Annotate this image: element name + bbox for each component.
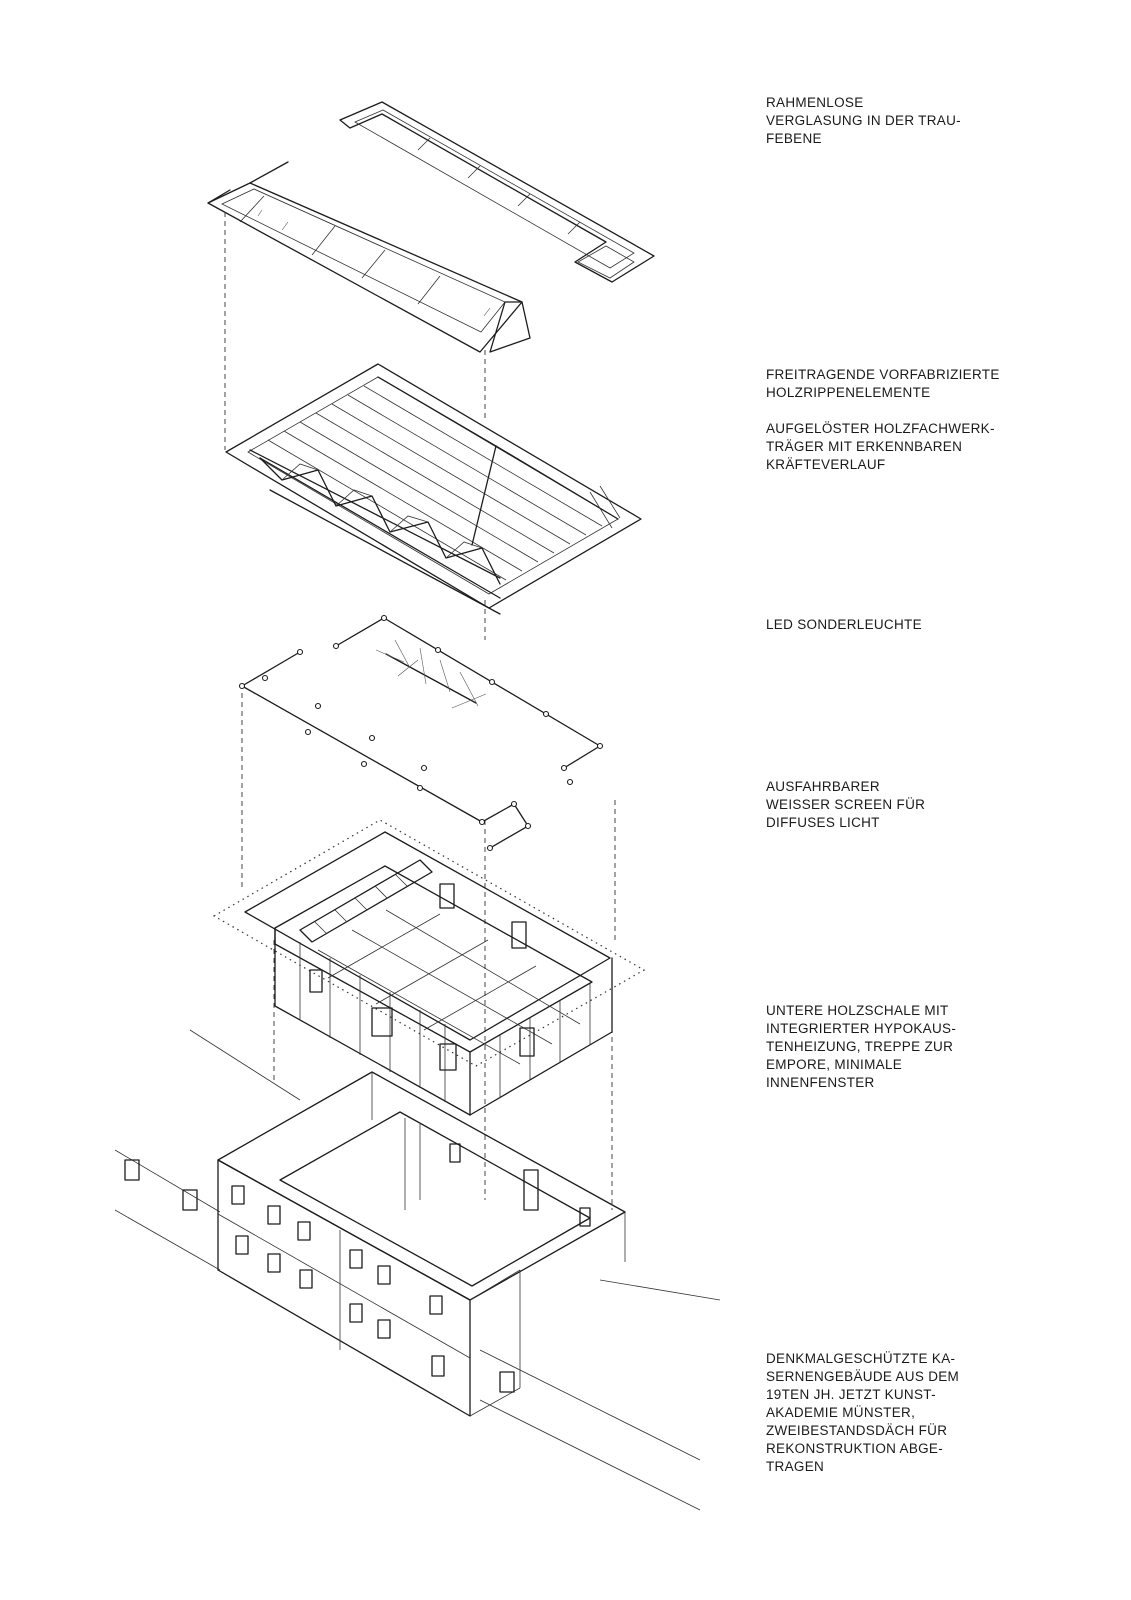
roof-structure-layer [225, 363, 642, 615]
glazing-layer [207, 101, 655, 353]
annotation-ribs: FREITRAGENDE VORFABRIZIERTE HOLZRIPPENEL… [766, 367, 1000, 400]
annotation-screen: AUSFAHRBARER WEISSER SCREEN FÜR DIFFUSES… [766, 779, 926, 830]
historic-building-layer [114, 1029, 721, 1511]
led-light-layer [375, 639, 487, 709]
annotation-led: LED SONDERLEUCHTE [766, 617, 922, 632]
annotation-glazing: RAHMENLOSE VERGLASUNG IN DER TRAU- FEBEN… [766, 95, 961, 146]
annotation-shell: UNTERE HOLZSCHALE MIT INTEGRIERTER HYPOK… [766, 1003, 957, 1090]
timber-shell-layer [212, 819, 646, 1116]
annotation-building: DENKMALGESCHÜTZTE KA- SERNENGEBÄUDE AUS … [766, 1351, 960, 1474]
alignment-lines [224, 212, 616, 1210]
annotation-truss: AUFGELÖSTER HOLZFACHWERK- TRÄGER MIT ERK… [766, 421, 995, 472]
screen-frame-layer [238, 614, 604, 852]
